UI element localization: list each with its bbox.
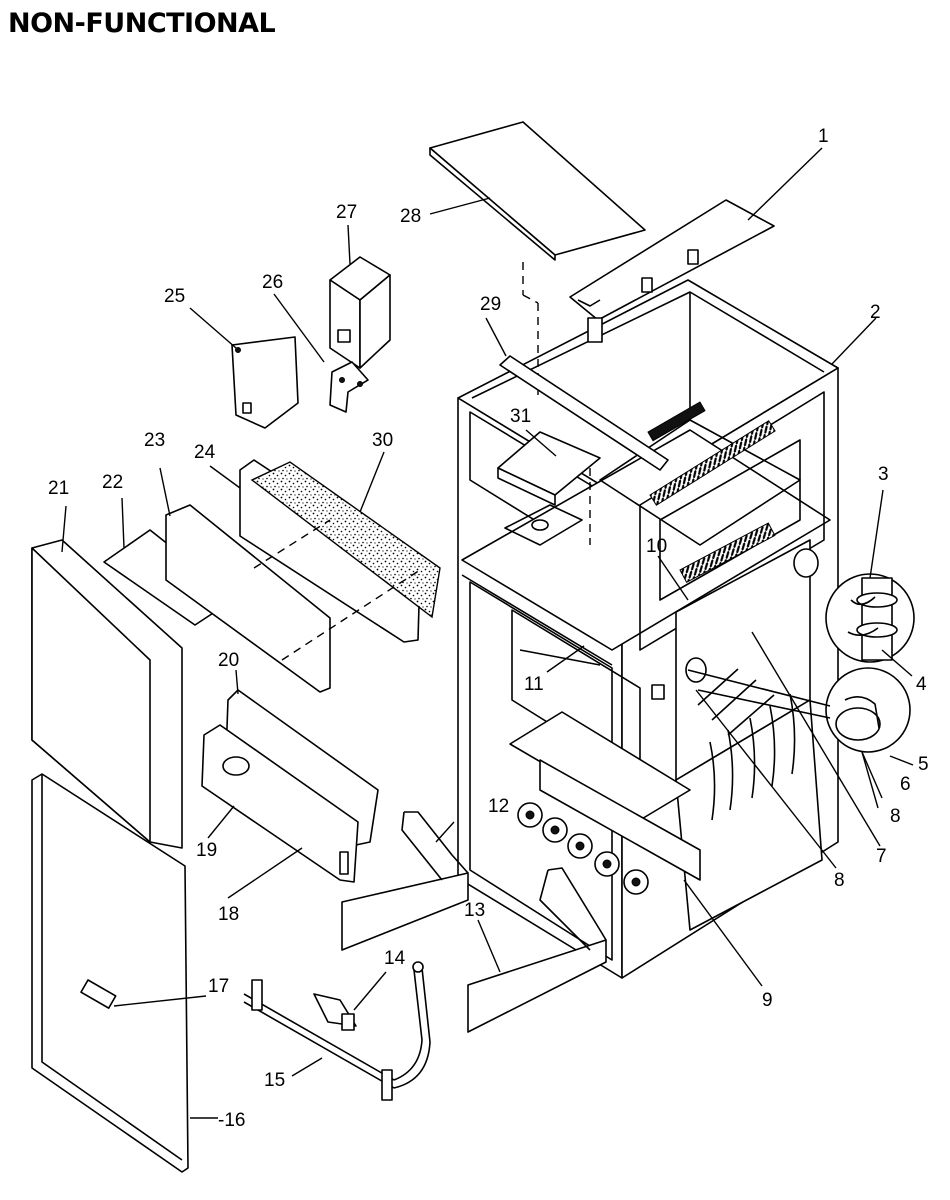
- burner-assembly: [517, 759, 701, 895]
- callout-3: 3: [878, 464, 889, 485]
- plate: [329, 361, 369, 413]
- detail-circles: [687, 573, 915, 753]
- callout-8-lower: 8: [834, 870, 845, 891]
- callout-29: 29: [480, 294, 501, 315]
- callout-12: 12: [488, 796, 509, 817]
- callout-16: -16: [218, 1110, 245, 1131]
- callout-24: 24: [194, 442, 216, 463]
- page-title: NON-FUNCTIONAL: [8, 8, 276, 39]
- panel-18: [201, 724, 359, 883]
- top-panel: [429, 121, 646, 395]
- callout-14: 14: [384, 948, 406, 969]
- rail: [499, 355, 706, 471]
- callout-19: 19: [196, 840, 217, 861]
- callout-22: 22: [102, 472, 123, 493]
- bracket: [329, 256, 391, 369]
- callout-27: 27: [336, 202, 357, 223]
- control-board: [497, 431, 601, 546]
- callout-31: 31: [510, 406, 531, 427]
- heat-exchanger: [651, 522, 823, 931]
- top-rail: [569, 199, 775, 343]
- callout-9: 9: [762, 990, 773, 1011]
- callout-11: 11: [524, 674, 544, 695]
- callout-15: 15: [264, 1070, 285, 1091]
- callout-2: 2: [870, 302, 881, 323]
- manifold-bar: [243, 961, 431, 1101]
- callout-30: 30: [372, 430, 393, 451]
- callout-7: 7: [876, 846, 887, 867]
- leader-lines: [61, 147, 914, 1119]
- side-panel: [231, 336, 299, 429]
- lower-door: [31, 773, 189, 1173]
- callout-13: 13: [464, 900, 485, 921]
- callout-8-right: 8: [890, 806, 901, 827]
- base-rail-12: [341, 811, 469, 951]
- callout-25: 25: [164, 286, 185, 307]
- upper-door: [31, 539, 183, 849]
- callout-17: 17: [208, 976, 229, 997]
- callout-6: 6: [900, 774, 911, 795]
- blower-compartment: [599, 419, 801, 546]
- callout-labels: 1 2 3 4 5 6 7 8 8 9 10 11 12 13 14 15 -1…: [48, 126, 929, 1131]
- callout-21: 21: [48, 478, 69, 499]
- callout-23: 23: [144, 430, 165, 451]
- callout-26: 26: [262, 272, 283, 293]
- base-rail-13: [467, 867, 607, 1033]
- callout-10: 10: [646, 536, 667, 557]
- filter-rack: [103, 459, 441, 693]
- callout-1: 1: [818, 126, 829, 147]
- callout-5: 5: [918, 754, 929, 775]
- callout-18: 18: [218, 904, 239, 925]
- callout-28: 28: [400, 206, 421, 227]
- callout-4: 4: [916, 674, 927, 695]
- callout-20: 20: [218, 650, 239, 671]
